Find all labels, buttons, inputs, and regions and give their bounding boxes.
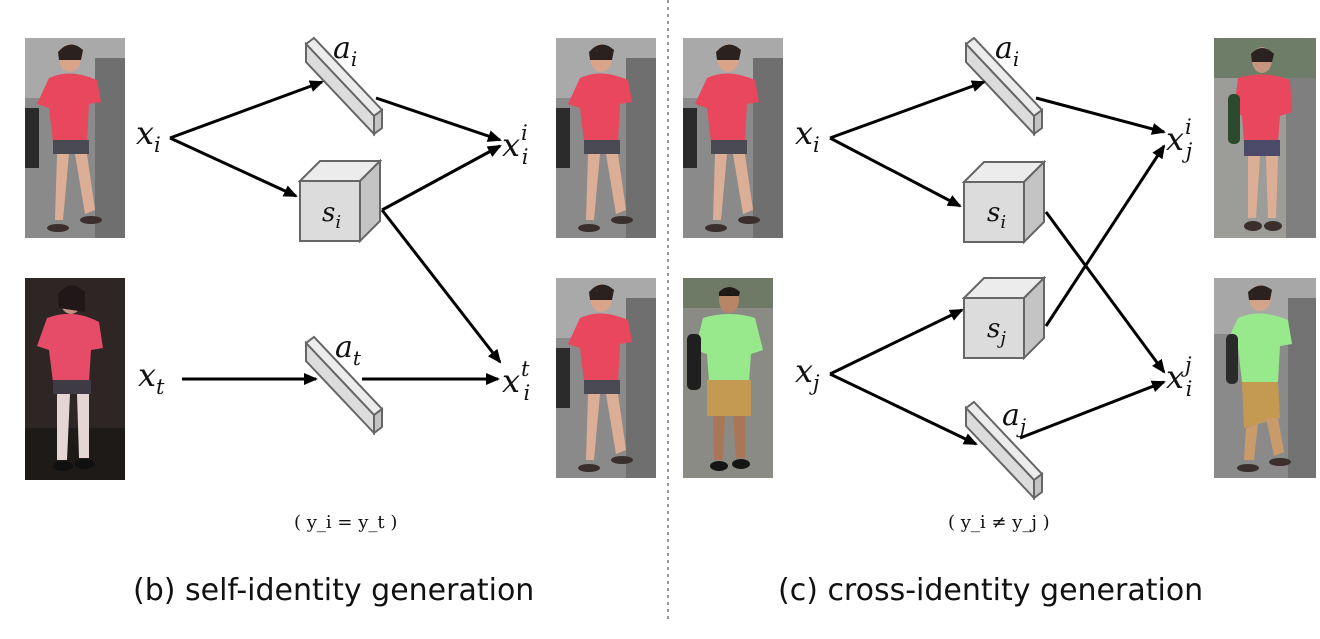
arrow-xj-to-sj	[829, 308, 964, 376]
arrow-ai-to-xji	[1035, 96, 1166, 135]
label-xi: xi	[136, 114, 161, 157]
person-photo-xt	[25, 278, 125, 480]
condition-b: ( y_i = y_t )	[294, 512, 397, 533]
condition-c: ( y_i ≠ y_j )	[948, 512, 1050, 533]
label-ai: ai	[333, 31, 357, 71]
person-photo-out-xji	[1214, 38, 1316, 238]
arrow-xj-to-aj	[829, 372, 978, 446]
person-photo-xi-c	[683, 38, 783, 238]
arrow-xi-to-ai-c	[829, 80, 986, 140]
arrow-xi-to-ai	[169, 80, 324, 140]
caption-b: (b) self-identity generation	[133, 573, 534, 608]
label-si-c: si	[987, 198, 1006, 233]
label-xi-c: xi	[795, 114, 820, 157]
person-photo-xi	[25, 38, 125, 238]
label-at: at	[335, 330, 362, 370]
person-photo-xj	[683, 278, 773, 478]
arrow-si-to-xit	[380, 209, 502, 364]
arrow-ai-to-out	[375, 96, 502, 142]
label-sj: sj	[987, 314, 1006, 349]
arrow-xi-to-si-c	[829, 136, 962, 208]
caption-c: (c) cross-identity generation	[778, 573, 1203, 608]
arrow-sj-to-xji	[1044, 144, 1166, 327]
label-xj: xj	[795, 352, 820, 395]
arrow-si-to-xij	[1044, 211, 1166, 374]
arrow-xi-to-si	[169, 136, 298, 198]
person-photo-out-xii	[556, 38, 656, 238]
person-photo-out-xit	[556, 278, 656, 478]
label-aj: aj	[1002, 398, 1026, 438]
label-ai-c: ai	[995, 31, 1019, 71]
person-photo-out-xij	[1214, 278, 1316, 478]
arrow-si-to-out	[381, 144, 502, 212]
label-xt: xt	[138, 356, 165, 399]
arrow-aj-to-xij	[1019, 380, 1166, 440]
label-si: si	[322, 198, 341, 233]
